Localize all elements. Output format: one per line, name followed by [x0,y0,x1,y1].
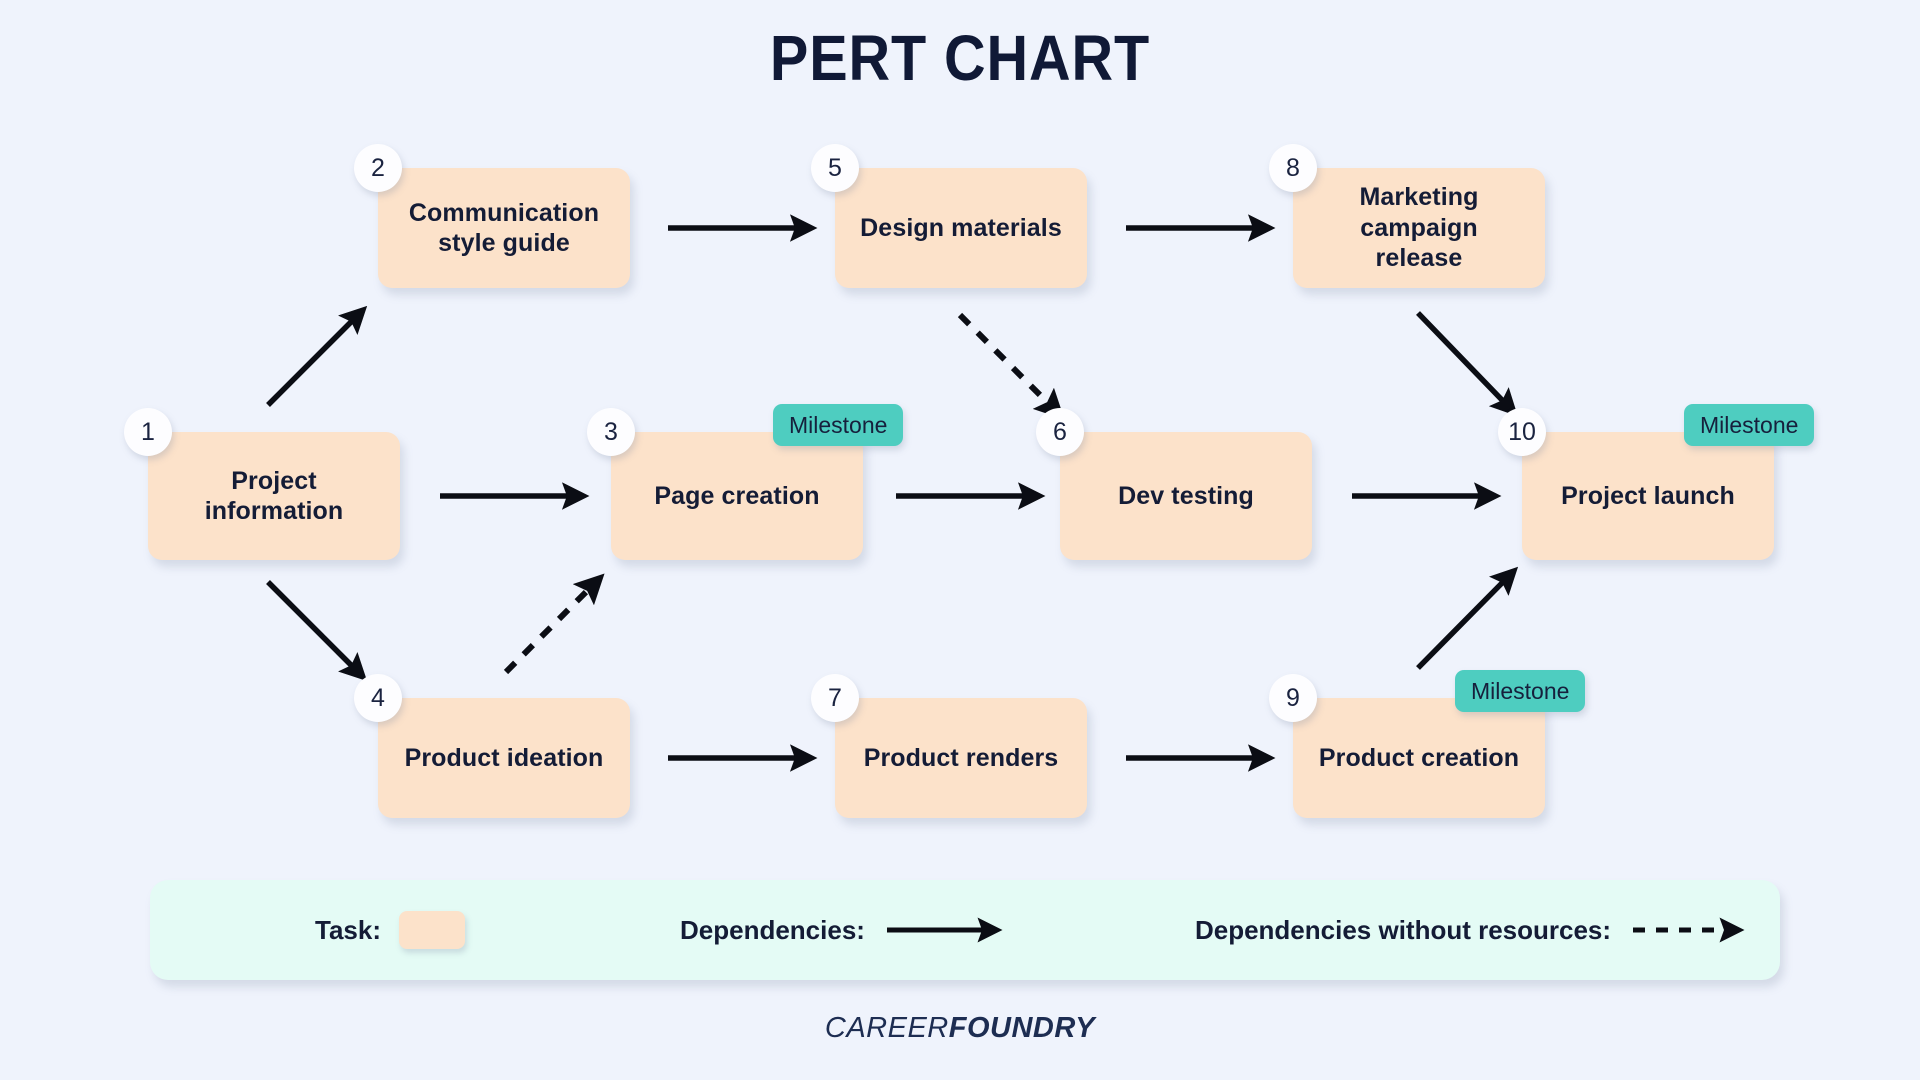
task-node-number-badge: 9 [1269,674,1317,722]
legend-dependencies-without-resources-label: Dependencies without resources: [1194,914,1612,945]
task-node-label: Page creation [654,481,820,510]
milestone-badge: Milestone [1455,670,1586,712]
task-node-label: Dev testing [1118,481,1254,510]
task-node-3[interactable]: Page creation [611,432,863,560]
dashed-arrow-icon [1633,917,1745,943]
legend-item-task: Task: [315,911,465,949]
task-node-number-badge: 4 [354,674,402,722]
task-node-number-badge: 6 [1036,408,1084,456]
task-node-label: Product renders [863,743,1059,772]
legend-bar: Task: Dependencies: Dependencies without… [150,880,1780,980]
task-node-label: Project launch [1561,481,1735,510]
page-title: PERT CHART [769,22,1151,94]
task-node-number-badge: 8 [1269,144,1317,192]
task-node-number-badge: 10 [1498,408,1546,456]
task-node-number-badge: 5 [811,144,859,192]
task-node-label: Product ideation [404,743,604,772]
milestone-badge: Milestone [1684,404,1815,446]
edges-group [266,214,1519,772]
logo-career-text: CAREER [824,1012,949,1044]
task-node-7[interactable]: Product renders [835,698,1087,818]
edge-5-to-6 [957,312,1065,420]
task-node-6[interactable]: Dev testing [1060,432,1312,560]
task-node-9[interactable]: Product creation [1293,698,1545,818]
solid-arrow-icon [886,917,1003,943]
task-node-4[interactable]: Product ideation [378,698,630,818]
legend-item-dependencies-without-resources: Dependencies without resources: [1195,915,1751,946]
legend-task-swatch [399,911,465,949]
edge-4-to-3 [503,573,605,675]
edge-1-to-2 [266,305,368,407]
edge-8-to-10 [1416,311,1518,417]
legend-dependencies-label: Dependencies: [680,914,865,945]
task-node-label: Product creation [1318,743,1520,772]
task-node-number-badge: 3 [587,408,635,456]
edge-1-to-4 [266,580,368,682]
legend-task-label: Task: [315,914,381,945]
milestone-badge: Milestone [773,404,904,446]
task-node-number-badge: 2 [354,144,402,192]
task-node-number-badge: 1 [124,408,172,456]
edge-9-to-10 [1416,566,1519,670]
logo-foundry-text: FOUNDRY [948,1012,1096,1044]
task-node-label: Design materials [860,213,1062,242]
task-node-5[interactable]: Design materials [835,168,1087,288]
career-foundry-logo: CAREERFOUNDRY [0,1012,1920,1045]
task-node-10[interactable]: Project launch [1522,432,1774,560]
task-node-number-badge: 7 [811,674,859,722]
legend-item-dependencies: Dependencies: [680,915,1005,946]
